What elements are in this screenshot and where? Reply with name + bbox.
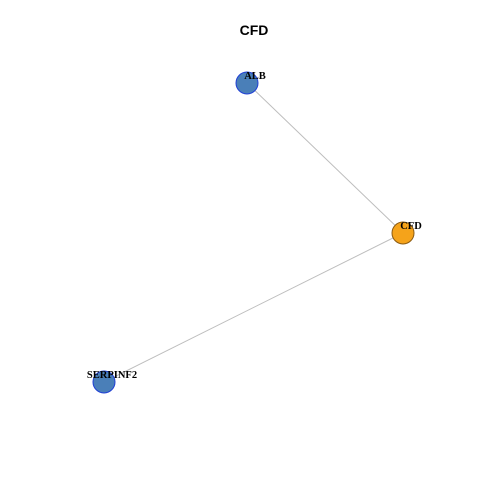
node-serpinf2: SERPINF2	[87, 370, 137, 394]
edge-serpinf2-cfd	[103, 232, 404, 383]
node-layer: ALB CFD SERPINF2	[87, 71, 422, 394]
edge-alb-cfd	[246, 82, 404, 234]
node-cfd: CFD	[391, 221, 422, 245]
node-label-alb: ALB	[244, 71, 266, 82]
node-alb: ALB	[235, 71, 266, 95]
edge-layer	[103, 82, 404, 383]
node-circle-alb	[235, 71, 259, 95]
diagram-title: CFD	[240, 22, 269, 38]
node-circle-serpinf2	[92, 370, 116, 394]
node-label-serpinf2: SERPINF2	[87, 370, 137, 381]
node-circle-cfd	[391, 221, 415, 245]
node-label-cfd: CFD	[400, 221, 422, 232]
